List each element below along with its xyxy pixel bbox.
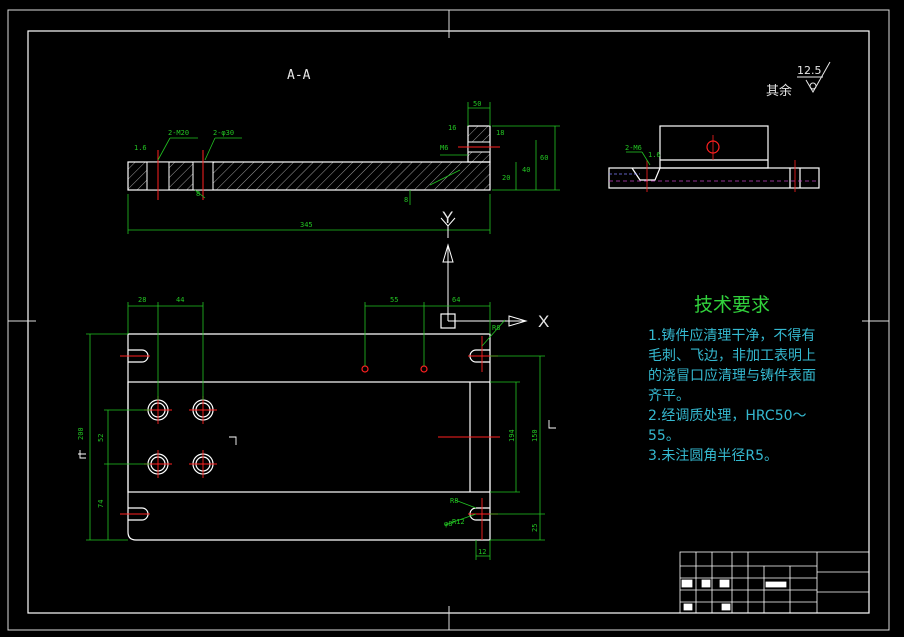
svg-text:55: 55: [390, 296, 398, 304]
svg-text:25: 25: [531, 524, 539, 532]
svg-text:R8: R8: [492, 324, 500, 332]
roughness-symbol: [797, 61, 831, 94]
title-block: [679, 551, 870, 614]
svg-text:44: 44: [176, 296, 184, 304]
svg-text:φ8: φ8: [444, 520, 452, 528]
svg-text:60: 60: [540, 154, 548, 162]
tech-requirement-line: 1.铸件应清理干净，不得有: [648, 328, 816, 344]
svg-text:18: 18: [496, 129, 504, 137]
tech-requirement-line: 3.未注圆角半径R5。: [648, 448, 778, 464]
svg-text:64: 64: [452, 296, 460, 304]
svg-text:M6: M6: [440, 144, 448, 152]
svg-text:2-φ30: 2-φ30: [213, 129, 234, 137]
svg-text:1.6: 1.6: [134, 144, 147, 152]
svg-text:194: 194: [508, 429, 516, 442]
tech-requirement-line: 毛刺、飞边，非加工表明上: [648, 348, 816, 364]
svg-text:50: 50: [473, 100, 481, 108]
svg-text:2-M6: 2-M6: [625, 144, 642, 152]
svg-text:52: 52: [97, 434, 105, 442]
svg-text:2-M20: 2-M20: [168, 129, 189, 137]
svg-text:16: 16: [448, 124, 456, 132]
svg-text:R12: R12: [452, 518, 465, 526]
svg-text:28: 28: [138, 296, 146, 304]
svg-text:20: 20: [502, 174, 510, 182]
tech-requirements-title: 技术要求: [694, 294, 771, 316]
plan-view: 28 44 55 64 200 52 74 194 150 25 12 R8 R…: [77, 217, 556, 560]
y-axis-label: Y: [442, 208, 454, 227]
section-view: 345 1.6 2-M20 2-φ30 50 16 18 M6 60 40 20…: [127, 100, 560, 234]
svg-text:12: 12: [478, 548, 486, 556]
tech-requirement-line: 齐平。: [648, 388, 690, 404]
svg-text:74: 74: [97, 500, 105, 508]
x-axis-label: X: [538, 312, 550, 331]
svg-text:200: 200: [77, 427, 85, 440]
tech-requirement-line: 55。: [648, 428, 680, 444]
svg-text:345: 345: [300, 221, 313, 229]
section-label: A-A: [287, 68, 311, 83]
svg-text:R8: R8: [450, 497, 458, 505]
side-view: [608, 125, 820, 192]
svg-text:8: 8: [404, 196, 408, 204]
svg-text:8: 8: [196, 190, 200, 198]
svg-text:40: 40: [522, 166, 530, 174]
svg-text:150: 150: [531, 429, 539, 442]
svg-text:1.6: 1.6: [648, 151, 661, 159]
roughness-value: 12.5: [797, 64, 822, 77]
roughness-rest-label: 其余: [766, 84, 793, 99]
tech-requirement-line: 的浇冒口应清理与铸件表面: [648, 368, 816, 384]
tech-requirement-line: 2.经调质处理，HRC50～: [648, 408, 807, 424]
